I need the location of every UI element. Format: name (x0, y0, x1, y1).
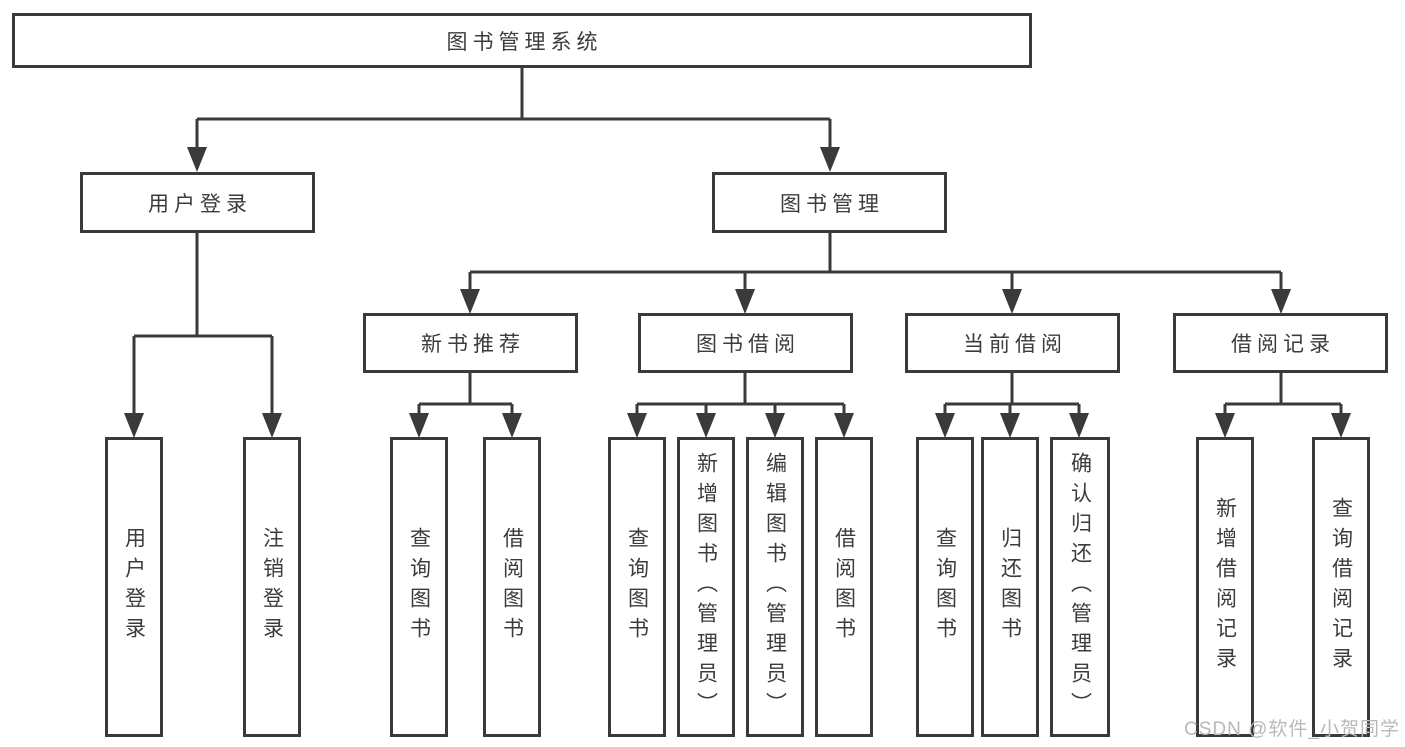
leaf-query-books-recommend: 查询图书 (390, 437, 448, 737)
node-new-book-recommendation: 新书推荐 (363, 313, 578, 373)
leaf-query-borrow-record: 查询借阅记录 (1312, 437, 1370, 737)
arrowhead (1002, 289, 1022, 314)
arrowhead (1000, 413, 1020, 438)
node-user-login: 用户登录 (80, 172, 315, 233)
arrowhead (1215, 413, 1235, 438)
node-root: 图书管理系统 (12, 13, 1032, 68)
arrowhead (820, 147, 840, 172)
connector-bookmgmt-branch (468, 233, 1283, 291)
leaf-edit-books-admin: 编辑图书（管理员） (746, 437, 804, 737)
arrowhead (262, 413, 282, 438)
leaf-borrow-books-recommend: 借阅图书 (483, 437, 541, 737)
arrowhead (409, 413, 429, 438)
connector-root-to-level2 (195, 68, 832, 150)
arrowhead (1271, 289, 1291, 314)
node-book-borrowing: 图书借阅 (638, 313, 853, 373)
arrowhead (1331, 413, 1351, 438)
arrowhead (735, 289, 755, 314)
leaf-confirm-return-admin: 确认归还（管理员） (1050, 437, 1110, 737)
connector-borrowing-branch (635, 373, 846, 415)
arrowhead (460, 289, 480, 314)
leaf-logout: 注销登录 (243, 437, 301, 737)
leaf-user-login: 用户登录 (105, 437, 163, 737)
leaf-return-books: 归还图书 (981, 437, 1039, 737)
node-book-management: 图书管理 (712, 172, 947, 233)
arrowhead (1069, 413, 1089, 438)
arrowhead (502, 413, 522, 438)
arrowhead (935, 413, 955, 438)
connector-recommend-branch (417, 373, 514, 415)
leaf-add-borrow-record: 新增借阅记录 (1196, 437, 1254, 737)
node-current-borrowing: 当前借阅 (905, 313, 1120, 373)
arrowhead (124, 413, 144, 438)
connector-current-branch (943, 373, 1081, 415)
leaf-borrow-books-borrowing: 借阅图书 (815, 437, 873, 737)
connector-records-branch (1223, 373, 1343, 415)
node-borrowing-records: 借阅记录 (1173, 313, 1388, 373)
leaf-query-books-current: 查询图书 (916, 437, 974, 737)
arrowhead (627, 413, 647, 438)
arrowhead (834, 413, 854, 438)
arrowhead (187, 147, 207, 172)
connector-userlogin-branch (132, 233, 274, 415)
leaf-query-books-borrowing: 查询图书 (608, 437, 666, 737)
arrowhead (765, 413, 785, 438)
watermark: CSDN @软件_小贺同学 (1184, 719, 1400, 740)
arrowhead (696, 413, 716, 438)
leaf-add-books-admin: 新增图书（管理员） (677, 437, 735, 737)
